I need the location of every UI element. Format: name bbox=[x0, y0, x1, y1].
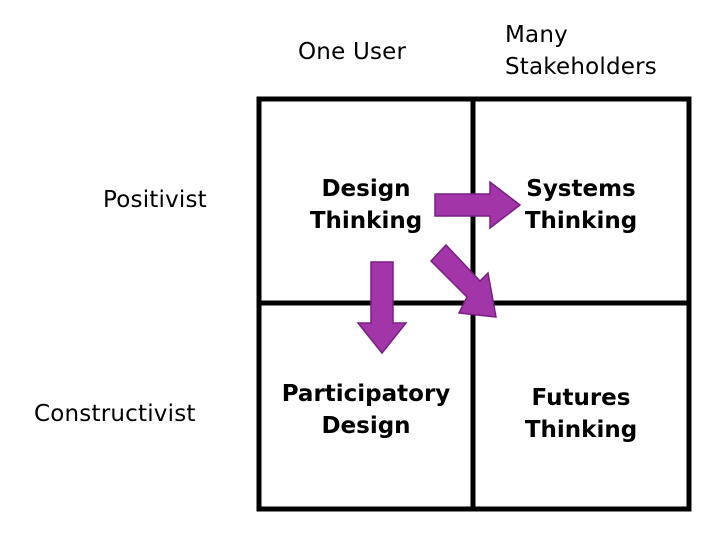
column-label-many-line1: Many bbox=[505, 22, 568, 48]
cell-design-thinking-line2: Thinking bbox=[309, 208, 423, 234]
cell-futures-thinking-line1: Futures bbox=[531, 385, 631, 411]
cell-participatory-design: Participatory Design bbox=[266, 378, 466, 442]
cell-systems-thinking-line1: Systems bbox=[526, 176, 636, 202]
arrow-to-futures-thinking bbox=[429, 243, 497, 318]
cell-design-thinking: Design Thinking bbox=[266, 173, 466, 237]
cell-futures-thinking: Futures Thinking bbox=[481, 382, 681, 446]
cell-design-thinking-line1: Design bbox=[321, 176, 411, 202]
row-label-positivist: Positivist bbox=[103, 184, 207, 216]
row-label-constructivist: Constructivist bbox=[34, 398, 196, 430]
cell-systems-thinking-line2: Thinking bbox=[524, 208, 638, 234]
cell-systems-thinking: Systems Thinking bbox=[481, 173, 681, 237]
arrow-to-participatory-design bbox=[356, 261, 408, 355]
column-label-one-user: One User bbox=[298, 36, 406, 68]
column-label-one-user-text: One User bbox=[298, 39, 407, 65]
cell-futures-thinking-line2: Thinking bbox=[524, 417, 638, 443]
column-label-many-stakeholders: Many Stakeholders bbox=[505, 19, 657, 83]
cell-participatory-design-line1: Participatory bbox=[281, 381, 451, 407]
column-label-many-line2: Stakeholders bbox=[505, 54, 657, 80]
cell-participatory-design-line2: Design bbox=[321, 413, 411, 439]
arrow-to-systems-thinking bbox=[434, 180, 522, 230]
row-label-positivist-text: Positivist bbox=[103, 187, 207, 213]
row-label-constructivist-text: Constructivist bbox=[34, 401, 196, 427]
